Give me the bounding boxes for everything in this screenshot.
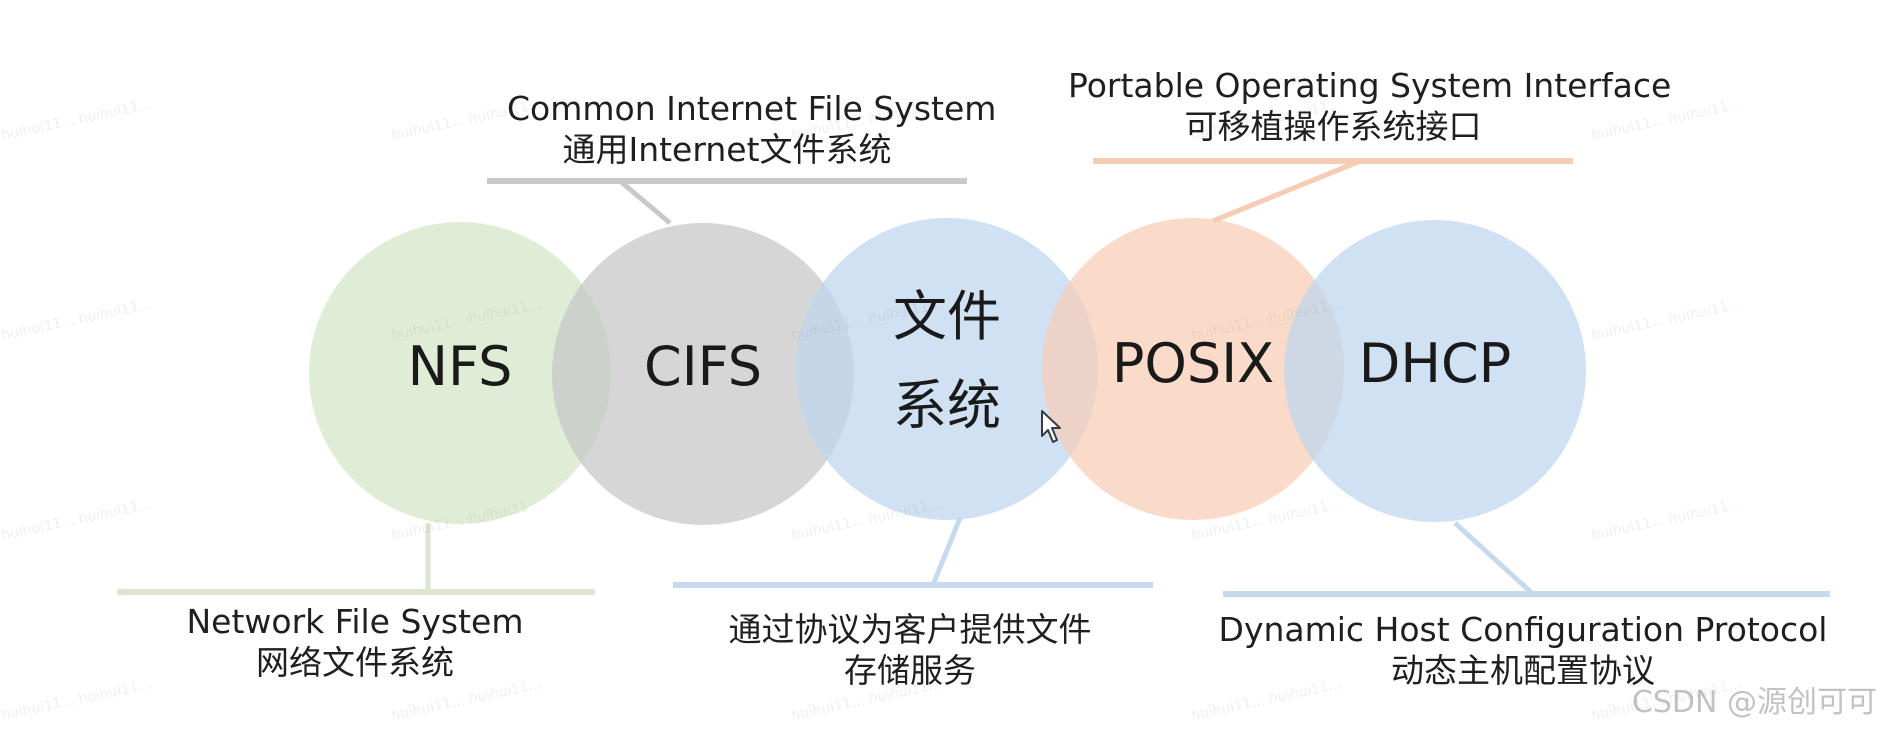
file-system-label-line1: 文件 [893, 285, 1001, 348]
posix-connector [1212, 158, 1361, 224]
nfs-label: NFS [407, 335, 513, 398]
dhcp-chinese-name: 动态主机配置协议 [1391, 651, 1655, 691]
posix-label: POSIX [1111, 332, 1275, 395]
cifs-annotation: Common Internet File System 通用Internet文件… [507, 88, 997, 171]
dhcp-circle [1284, 220, 1586, 522]
posix-circle [1042, 218, 1344, 520]
nfs-annotation: Network File System 网络文件系统 [155, 601, 555, 684]
dhcp-annotation: Dynamic Host Configuration Protocol 动态主机… [1208, 609, 1838, 692]
connector-lines [117, 158, 1830, 597]
file-system-annotation: 通过协议为客户提供文件 存储服务 [700, 609, 1120, 692]
file-system-label-line2: 系统 [893, 374, 1001, 438]
cifs-chinese-name: 通用Internet文件系统 [562, 130, 892, 170]
cifs-circle [552, 223, 854, 525]
cifs-full-name: Common Internet File System [507, 89, 997, 128]
nfs-circle [309, 222, 611, 524]
posix-full-name: Portable Operating System Interface [1068, 66, 1672, 105]
dhcp-connector [1453, 521, 1535, 596]
nfs-full-name: Network File System [186, 602, 524, 641]
file-system-label: 文件 系统 [877, 272, 1017, 450]
cifs-label: CIFS [643, 335, 763, 398]
file-system-description-line2: 存储服务 [844, 651, 976, 691]
venn-circles [309, 218, 1586, 525]
csdn-watermark: CSDN @源创可可 [1631, 685, 1877, 720]
mouse-pointer-icon [1041, 410, 1061, 443]
dhcp-full-name: Dynamic Host Configuration Protocol [1218, 610, 1828, 649]
posix-annotation: Portable Operating System Interface 可移植操… [1068, 65, 1672, 148]
fs-connector [930, 517, 963, 586]
posix-chinese-name: 可移植操作系统接口 [1184, 107, 1482, 147]
cifs-connector [618, 179, 672, 225]
dhcp-label: DHCP [1358, 332, 1512, 395]
file-system-description-line1: 通过协议为客户提供文件 [728, 610, 1092, 649]
file-system-circle [796, 218, 1098, 520]
nfs-chinese-name: 网络文件系统 [256, 643, 454, 683]
